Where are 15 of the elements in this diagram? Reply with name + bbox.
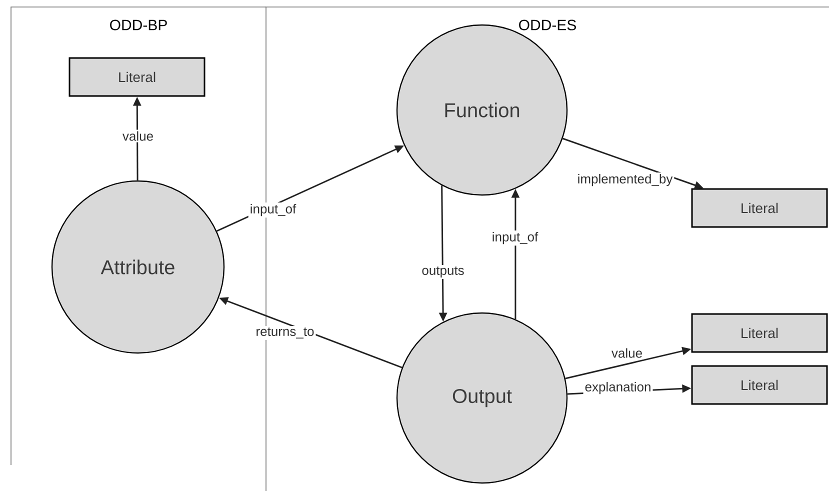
edge-label: returns_to [254, 326, 316, 340]
literal-box: Literal [691, 313, 828, 353]
circle-node: Output [396, 312, 568, 484]
edge-label: input_of [248, 202, 298, 218]
edge-label: value [120, 130, 156, 142]
circle-node: Attribute [51, 180, 225, 354]
edge-label: input_of [490, 230, 540, 246]
literal-box: Literal [691, 188, 828, 228]
edge-label: outputs [420, 264, 466, 280]
literal-box: Literal [691, 365, 828, 405]
literal-box: Literal [68, 57, 206, 97]
edge-label: explanation [583, 380, 653, 396]
panel-heading: ODD-BP [110, 20, 167, 30]
edge-label: value [610, 346, 644, 360]
edge-label: implemented_by [576, 172, 674, 188]
